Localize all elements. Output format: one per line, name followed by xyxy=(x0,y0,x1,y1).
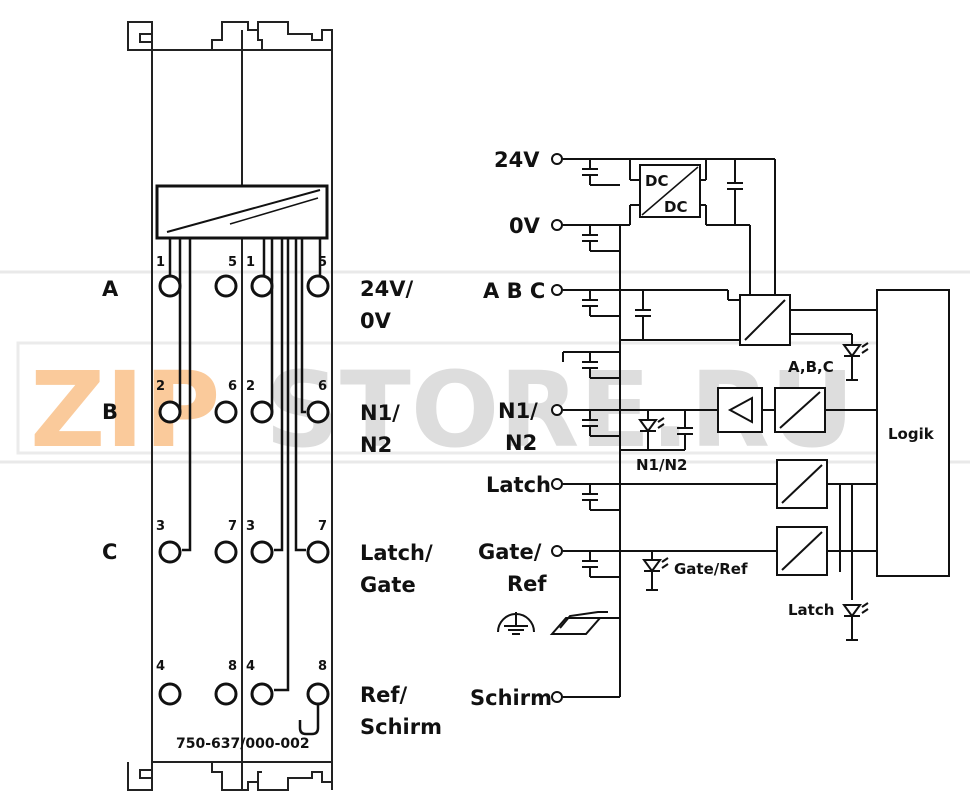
terminal-clamp[interactable] xyxy=(158,274,182,298)
row-label-b: B xyxy=(102,400,118,424)
row-label-a: A xyxy=(102,277,119,301)
terminal-clamp[interactable] xyxy=(250,682,274,706)
terminal-label-gate: Gate xyxy=(360,573,416,597)
input-label-n2: N2 xyxy=(505,431,537,455)
terminal-clamp[interactable] xyxy=(306,274,330,298)
pin-number: 2 xyxy=(156,379,165,394)
input-label-24v: 24V xyxy=(494,148,540,172)
logic-block: Logik xyxy=(876,289,950,577)
pin-number: 1 xyxy=(246,255,255,270)
terminal-clamp[interactable] xyxy=(306,682,330,706)
pin-number: 1 xyxy=(156,255,165,270)
pin-number: 4 xyxy=(246,659,255,674)
terminal-label-n2: N2 xyxy=(360,433,392,457)
terminal-24v xyxy=(551,153,563,165)
led-gateref-icon xyxy=(642,557,669,591)
terminal-n1n2 xyxy=(551,404,563,416)
module-housing xyxy=(127,21,333,791)
terminal-clamp[interactable] xyxy=(158,540,182,564)
led-label-latch: Latch xyxy=(788,601,834,619)
input-capacitors xyxy=(582,159,620,578)
watermark-zip: ZIP xyxy=(30,349,220,471)
n1n2-comparator xyxy=(717,387,763,433)
terminal-clamp[interactable] xyxy=(214,540,238,564)
pin-number: 6 xyxy=(318,379,327,394)
terminal-clamp[interactable] xyxy=(250,274,274,298)
latch-isolator xyxy=(776,459,828,509)
input-label-abc: A B C xyxy=(483,279,545,303)
terminal-latch xyxy=(551,478,563,490)
input-label-gate: Gate/ xyxy=(478,540,542,564)
module-internal-wiring xyxy=(168,238,322,736)
article-number: 750-637/000-002 xyxy=(176,736,310,752)
terminal-clamp[interactable] xyxy=(158,682,182,706)
pin-number: 7 xyxy=(318,519,327,534)
led-label-gateref: Gate/Ref xyxy=(674,560,748,578)
pin-number: 8 xyxy=(318,659,327,674)
din-rail-icon xyxy=(549,611,620,635)
protective-earth-icon xyxy=(497,612,535,635)
module-electronics-block xyxy=(155,184,329,240)
led-label-n1n2: N1/N2 xyxy=(636,456,687,474)
pin-number: 7 xyxy=(228,519,237,534)
input-label-schirm: Schirm xyxy=(470,686,552,710)
pin-number: 5 xyxy=(228,255,237,270)
input-label-latch: Latch xyxy=(486,473,551,497)
led-latch-icon xyxy=(842,602,869,641)
terminal-clamp[interactable] xyxy=(306,400,330,424)
led-abc-icon xyxy=(842,342,869,381)
terminal-clamp[interactable] xyxy=(214,682,238,706)
pin-number: 4 xyxy=(156,659,165,674)
terminal-clamp[interactable] xyxy=(158,400,182,424)
terminal-label-24v: 24V/ xyxy=(360,277,413,301)
abc-isolator xyxy=(739,294,791,346)
terminal-clamp[interactable] xyxy=(250,400,274,424)
pin-number: 3 xyxy=(246,519,255,534)
gate-isolator xyxy=(776,526,828,576)
terminal-label-ref: Ref/ xyxy=(360,683,408,707)
dcdc-bottom-label: DC xyxy=(664,198,687,216)
logic-label: Logik xyxy=(888,425,935,443)
led-n1n2-icon xyxy=(638,417,665,438)
terminal-label-latch: Latch/ xyxy=(360,541,433,565)
pin-number: 2 xyxy=(246,379,255,394)
terminal-clamp[interactable] xyxy=(306,540,330,564)
terminal-clamp[interactable] xyxy=(214,274,238,298)
n1n2-isolator xyxy=(774,387,826,433)
pin-numbers: 1 5 1 5 2 6 2 6 3 7 3 7 4 8 4 8 xyxy=(156,255,327,674)
pin-number: 3 xyxy=(156,519,165,534)
dcdc-converter: DC DC xyxy=(639,164,701,218)
input-label-0v: 0V xyxy=(509,214,541,238)
pin-number: 8 xyxy=(228,659,237,674)
input-label-ref: Ref xyxy=(507,572,547,596)
led-label-abc: A,B,C xyxy=(788,358,834,376)
terminal-gate xyxy=(551,545,563,557)
pin-number: 5 xyxy=(318,255,327,270)
terminal-0v xyxy=(551,219,563,231)
row-label-c: C xyxy=(102,540,117,564)
terminal-schirm xyxy=(551,691,563,703)
terminal-label-n1: N1/ xyxy=(360,401,400,425)
terminal-label-schirm: Schirm xyxy=(360,715,442,739)
terminal-label-0v: 0V xyxy=(360,309,392,333)
terminal-abc xyxy=(551,284,563,296)
terminal-clamp[interactable] xyxy=(250,540,274,564)
pin-number: 6 xyxy=(228,379,237,394)
terminal-clamp[interactable] xyxy=(214,400,238,424)
input-label-n1: N1/ xyxy=(498,399,538,423)
schematic-input-terminals xyxy=(551,153,563,703)
dcdc-top-label: DC xyxy=(645,172,668,190)
